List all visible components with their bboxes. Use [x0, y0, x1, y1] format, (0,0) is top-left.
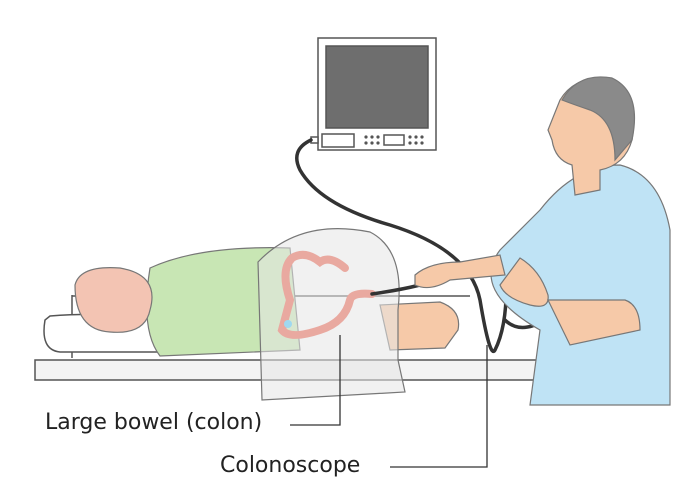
colon-label: Large bowel (colon): [45, 410, 263, 435]
cecum-marker: [284, 320, 292, 328]
monitor: [310, 37, 437, 151]
hip-drape: [257, 228, 406, 401]
colonoscope-label: Colonoscope: [220, 453, 361, 478]
doctor: [414, 76, 671, 406]
colon-leader-line: [290, 335, 341, 426]
colon: [277, 250, 376, 339]
colonoscope-leader-line: [390, 345, 488, 468]
